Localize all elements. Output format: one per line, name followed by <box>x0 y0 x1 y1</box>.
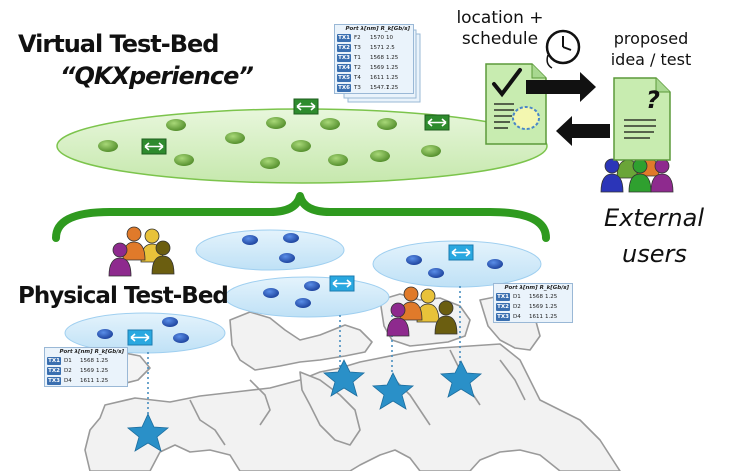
star-icon <box>126 413 170 452</box>
schedule-document <box>485 63 547 145</box>
switch-icon <box>293 98 319 115</box>
user-group-icon <box>108 226 175 277</box>
physical-cloud <box>195 229 345 271</box>
location-schedule-label: location + schedule <box>444 8 556 50</box>
arrow-right-icon <box>526 72 596 102</box>
brace <box>52 192 550 242</box>
physical-testbed-title: Physical Test-Bed <box>18 283 229 309</box>
virtual-testbed-subtitle: “QKXperience” <box>60 62 254 90</box>
switch-icon <box>329 275 355 292</box>
proposed-label: proposed idea / test <box>595 28 707 70</box>
external-users-line2: users <box>622 240 687 268</box>
clock-icon <box>545 29 581 69</box>
switch-icon <box>141 138 167 155</box>
arrow-left-icon <box>556 116 610 146</box>
external-users-line1: External <box>604 204 704 232</box>
table-header: Port λ[nm] R_k[Gb/s] <box>59 349 124 355</box>
question-mark-icon: ? <box>646 86 660 114</box>
switch-icon <box>127 329 153 346</box>
switch-icon <box>424 114 450 131</box>
schedule-label: schedule <box>461 29 539 49</box>
physical-cloud <box>372 240 542 288</box>
switch-icon <box>448 244 474 261</box>
table-header: Port λ[nm] R_k[Gb/s] <box>504 285 569 291</box>
star-icon <box>322 359 366 397</box>
location-label: location + <box>456 8 544 28</box>
physical-cloud <box>224 276 390 318</box>
virtual-testbed-title: Virtual Test-Bed <box>18 30 219 58</box>
checkmark-icon <box>492 68 522 98</box>
proposed-line2: idea / test <box>610 50 692 69</box>
proposed-line1: proposed <box>613 29 689 48</box>
idea-document: ? <box>613 77 671 161</box>
star-icon <box>439 360 483 398</box>
stamp-icon <box>512 106 540 130</box>
star-icon <box>371 372 415 410</box>
table-header: Port λ[nm] R_k[Gb/s] <box>345 26 410 32</box>
virtual-nodes <box>98 117 441 169</box>
